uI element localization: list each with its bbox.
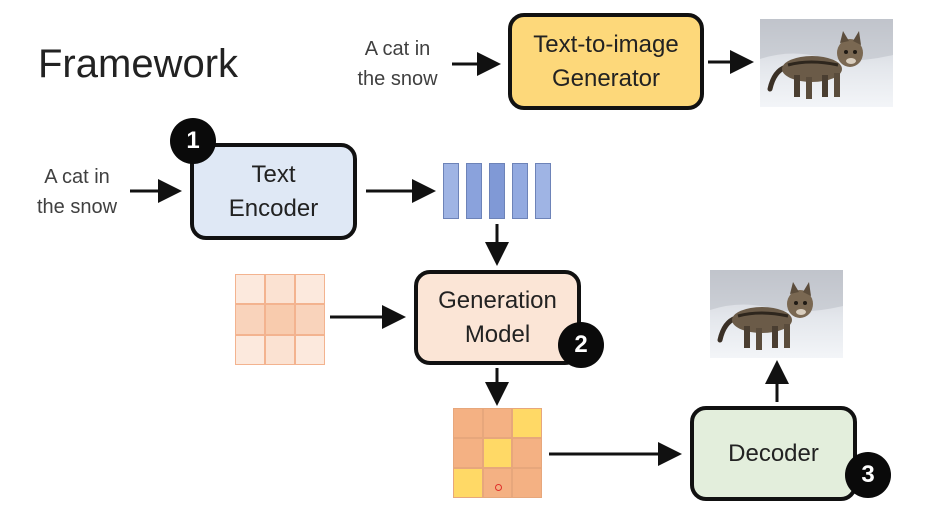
step-badge-1: 1 [170, 118, 216, 164]
decoder-box: Decoder [690, 406, 857, 501]
noise-cell [235, 304, 265, 335]
latent-cell [453, 468, 483, 498]
noise-cell [235, 274, 265, 305]
embedding-bar [535, 163, 551, 219]
step-badge-2: 2 [558, 322, 604, 368]
top-input-text: A cat in the snow [345, 34, 450, 94]
noise-cell [295, 304, 325, 335]
generation-line1: Generation [438, 286, 557, 314]
embedding-bar [512, 163, 528, 219]
noise-cell [265, 334, 295, 365]
step-badge-3: 3 [845, 452, 891, 498]
encoder-line1: Text [251, 160, 296, 188]
encoder-line2: Encoder [228, 194, 319, 222]
noise-cell [265, 274, 295, 305]
generator-line2: Generator [551, 64, 661, 92]
generator-line1: Text-to-image [533, 30, 679, 58]
latent-cell [512, 438, 542, 468]
cursor-dot-icon [494, 484, 502, 491]
decoder-label: Decoder [728, 439, 819, 467]
noise-cell [235, 334, 265, 365]
embedding-bar [466, 163, 482, 219]
output-cat-image-bottom [710, 270, 843, 358]
noise-grid [235, 274, 325, 365]
latent-cell [453, 438, 483, 468]
latent-grid [453, 408, 542, 498]
noise-cell [295, 274, 325, 305]
latent-cell [453, 408, 483, 438]
noise-cell [295, 334, 325, 365]
main-input-line1: A cat in [44, 166, 110, 188]
text-embedding [443, 163, 553, 219]
latent-cell [482, 438, 513, 468]
main-input-text: A cat in the snow [22, 162, 132, 222]
latent-cell [482, 408, 513, 438]
output-cat-image-top [760, 19, 893, 107]
top-input-line1: A cat in [364, 38, 431, 60]
top-input-line2: the snow [357, 68, 438, 90]
noise-cell [265, 304, 295, 335]
main-input-line2: the snow [36, 196, 118, 218]
latent-cell [482, 468, 513, 498]
text-to-image-generator-box: Text-to-image Generator [508, 13, 704, 110]
embedding-bar [489, 163, 505, 219]
text-encoder-box: Text Encoder [190, 143, 357, 240]
generation-line2: Model [464, 320, 531, 348]
latent-cell [512, 468, 542, 498]
generation-model-box: Generation Model [414, 270, 581, 365]
page-title: Framework [38, 42, 239, 86]
latent-cell [512, 408, 542, 438]
embedding-bar [443, 163, 459, 219]
